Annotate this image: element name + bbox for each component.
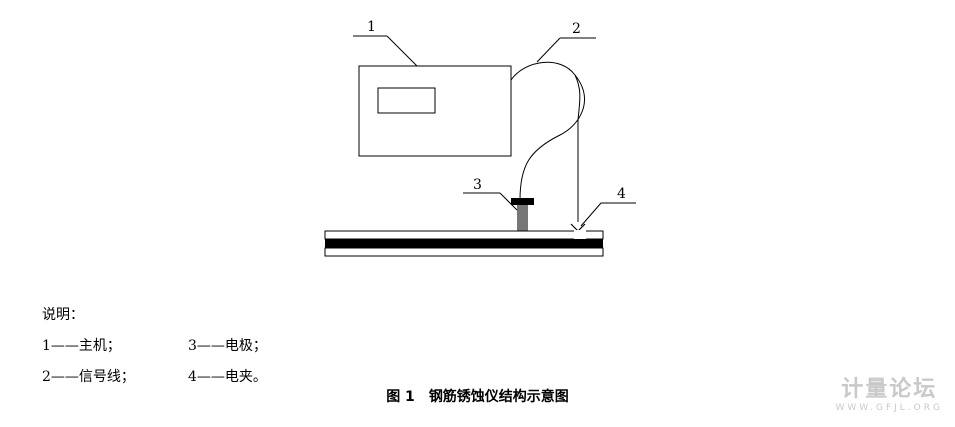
legend-title: 说明： xyxy=(42,307,84,323)
watermark-logo: 计量论坛 WWW.GFJL.ORG xyxy=(835,378,943,414)
concrete-top-layer xyxy=(324,230,604,240)
figure-number: 图 1 xyxy=(386,389,415,405)
callout-2: 2 xyxy=(572,21,581,37)
leader-line-2b xyxy=(536,37,561,63)
figure-title: 钢筋锈蚀仪结构示意图 xyxy=(428,389,569,405)
rebar-layer xyxy=(325,239,603,248)
callout-3: 3 xyxy=(473,177,482,193)
signal-wire-to-clamp xyxy=(574,74,581,222)
electrode-body xyxy=(517,205,528,232)
figure-caption: 图 1 钢筋锈蚀仪结构示意图 xyxy=(0,386,955,406)
watermark-url: WWW.GFJL.ORG xyxy=(835,403,943,413)
clamp-gap xyxy=(574,230,586,239)
leader-line-4b xyxy=(580,202,602,227)
rebar-corrosion-diagram: 1 2 3 4 xyxy=(324,19,636,257)
leader-line-1b xyxy=(386,35,418,67)
concrete-bottom-layer xyxy=(324,247,604,257)
legend-item-electrode: 3——电极； xyxy=(188,338,267,354)
main-unit-box xyxy=(358,65,512,157)
callout-4: 4 xyxy=(617,186,626,202)
electrode-cap xyxy=(511,198,534,205)
legend-item-signal-wire: 2——信号线； xyxy=(42,369,135,385)
signal-wire xyxy=(510,61,585,201)
watermark-main: 计量论坛 xyxy=(841,377,938,402)
legend-item-clamp: 4——电夹。 xyxy=(188,369,267,385)
main-unit-display xyxy=(377,87,436,114)
leader-line-3b xyxy=(499,192,518,211)
legend: 说明： 1——主机； 3——电极； 2——信号线； 4——电夹。 xyxy=(42,300,334,393)
legend-item-main-unit: 1——主机； xyxy=(42,338,121,354)
callout-1: 1 xyxy=(367,19,376,35)
